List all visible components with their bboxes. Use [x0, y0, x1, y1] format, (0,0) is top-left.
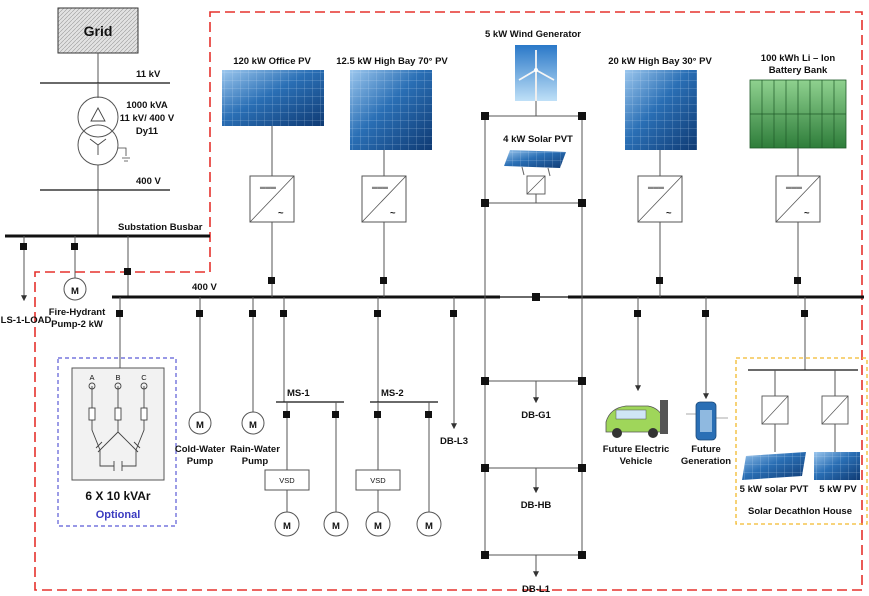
- fire-hydrant-label-1: Fire-Hydrant: [49, 307, 106, 318]
- house-pvt-panel-image: [742, 452, 806, 480]
- lv-voltage-label: 400 V: [136, 176, 161, 187]
- ms2-motor-2-symbol: M: [425, 521, 433, 532]
- ms2-label: MS-2: [381, 388, 404, 399]
- phase-c-label: C: [141, 373, 147, 382]
- fire-hydrant-motor: [63, 277, 87, 301]
- wind-generator-label: 5 kW Wind Generator: [485, 29, 581, 40]
- cold-water-pump-motor-symbol: M: [196, 420, 204, 431]
- ms1-motor-1: [274, 511, 300, 537]
- future-generation-label-1: Future: [691, 444, 721, 455]
- future-generation-label-2: Generation: [681, 456, 731, 467]
- svg-text:~: ~: [666, 208, 672, 219]
- future-ev-label-2: Vehicle: [620, 456, 653, 467]
- phase-b-label: B: [115, 373, 120, 382]
- ls1-load-label: LS-1-LOAD: [1, 315, 52, 326]
- microgrid-boundary: [34, 11, 863, 591]
- cold-water-pump-label-1: Cold-Water: [175, 444, 226, 455]
- rain-water-pump-label-1: Rain-Water: [230, 444, 280, 455]
- transformer-rating: 1000 kVA: [126, 100, 168, 111]
- db-hb-label: DB-HB: [521, 500, 552, 511]
- db-g1-label: DB-G1: [521, 410, 551, 421]
- ms2-motor-2: [416, 511, 442, 537]
- hv-voltage-label: 11 kV: [136, 69, 161, 80]
- rain-water-pump-motor: [241, 411, 265, 435]
- capacitor-rating-label: 6 X 10 kVAr: [85, 489, 150, 503]
- solar-pvt-label: 4 kW Solar PVT: [503, 134, 573, 145]
- solar-pvt-image: [504, 150, 566, 177]
- ms2-vsd-label: VSD: [370, 476, 386, 485]
- battery-label-2: Battery Bank: [769, 65, 828, 76]
- rain-water-pump-motor-symbol: M: [249, 420, 257, 431]
- wind-turbine-image: [515, 45, 557, 101]
- ms2-motor-1: [365, 511, 391, 537]
- cold-water-pump-motor: [188, 411, 212, 435]
- svg-text:═══: ═══: [647, 183, 665, 192]
- high-bay-70-panel-image: [350, 70, 432, 150]
- battery-bank-image: [749, 79, 847, 149]
- svg-text:~: ~: [390, 208, 396, 219]
- electric-vehicle-image: [605, 400, 668, 438]
- capacitor-bank-symbol: [88, 382, 148, 471]
- phase-a-label: A: [89, 373, 94, 382]
- svg-text:═══: ═══: [785, 183, 803, 192]
- svg-text:═══: ═══: [259, 183, 277, 192]
- transformer-voltage: 11 kV/ 400 V: [120, 113, 175, 124]
- grid-block: Grid: [57, 7, 139, 54]
- ms1-motor-2: [323, 511, 349, 537]
- svg-text:═══: ═══: [371, 183, 389, 192]
- high-bay-30-label: 20 kW High Bay 30° PV: [608, 56, 712, 67]
- office-pv-label: 120 kW Office PV: [233, 56, 311, 67]
- battery-label-1: 100 kWh Li – Ion: [761, 53, 836, 64]
- ring-breakers: [481, 112, 586, 559]
- svg-text:~: ~: [278, 208, 284, 219]
- fire-hydrant-label-2: Pump-2 kW: [51, 319, 103, 330]
- future-ev-label-1: Future Electric: [603, 444, 670, 455]
- solar-decathlon-house-label: Solar Decathlon House: [748, 506, 852, 517]
- rain-water-pump-label-2: Pump: [242, 456, 269, 467]
- db-l3-label: DB-L3: [440, 436, 468, 447]
- substation-busbar-label: Substation Busbar: [118, 222, 203, 233]
- solar-decathlon-house-box: [735, 357, 868, 525]
- svg-text:~: ~: [804, 208, 810, 219]
- optional-capacitor-box: [57, 357, 177, 527]
- ms2-motor-1-symbol: M: [374, 521, 382, 532]
- ms1-motor-2-symbol: M: [332, 521, 340, 532]
- high-bay-30-panel-image: [625, 70, 697, 150]
- house-pv-panel-image: [814, 452, 860, 480]
- transformer-vector-group: Dy11: [136, 126, 159, 137]
- grid-box: [57, 7, 139, 54]
- ms1-vsd-label: VSD: [279, 476, 295, 485]
- office-pv-panel-image: [222, 70, 324, 126]
- ms1-motor-1-symbol: M: [283, 521, 291, 532]
- house-pvt-label: 5 kW solar PVT: [740, 484, 809, 495]
- grid-label: Grid: [84, 23, 113, 39]
- cold-water-pump-label-2: Pump: [187, 456, 214, 467]
- transformer-symbol: [77, 96, 130, 166]
- future-generation-image: [686, 401, 728, 441]
- optional-label: Optional: [96, 509, 141, 521]
- high-bay-70-label: 12.5 kW High Bay 70° PV: [336, 56, 448, 67]
- ms1-label: MS-1: [287, 388, 310, 399]
- house-pv-label: 5 kW PV: [819, 484, 857, 495]
- db-l1-label: DB-L1: [522, 584, 551, 595]
- fire-hydrant-motor-symbol: M: [71, 286, 79, 297]
- main-bus-voltage-label: 400 V: [192, 282, 217, 293]
